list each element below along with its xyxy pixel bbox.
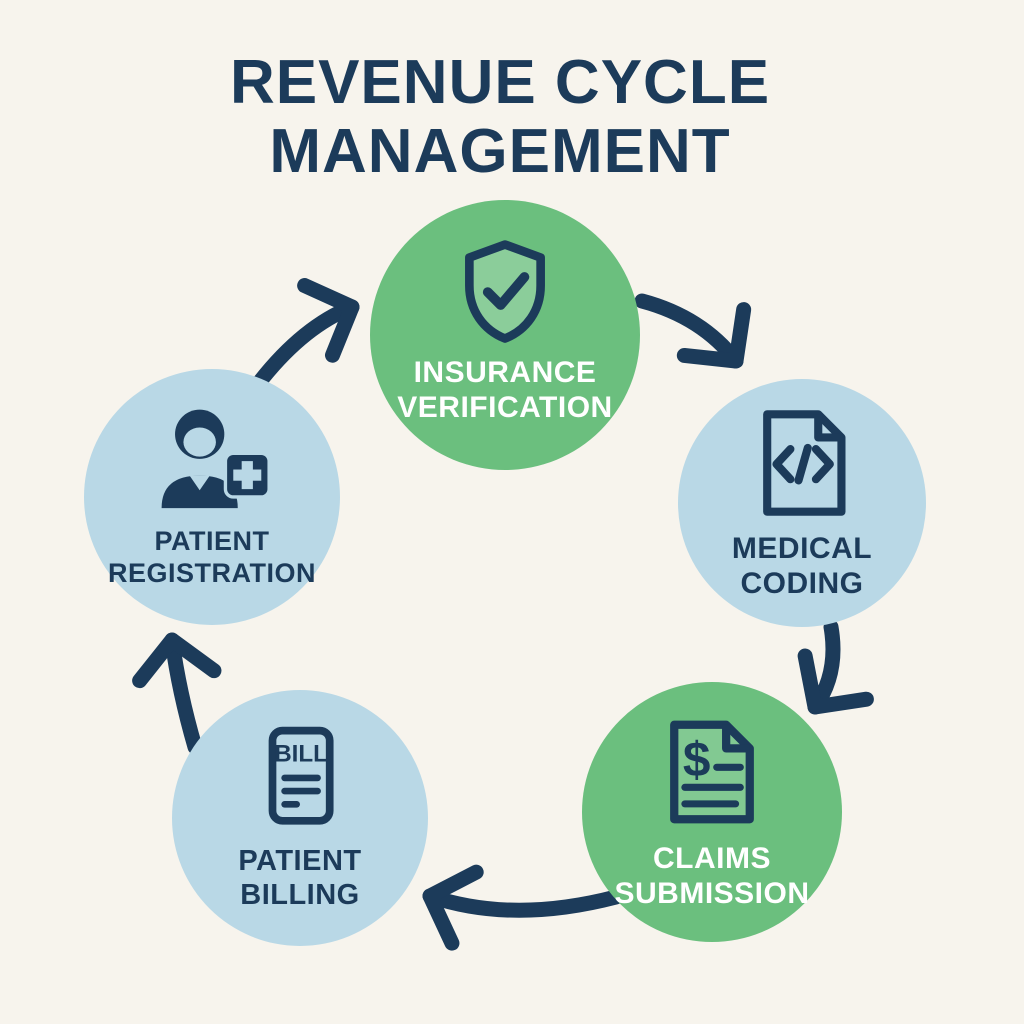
page-title: REVENUE CYCLE MANAGEMENT	[229, 48, 771, 187]
node-label: PATIENT BILLING	[238, 844, 362, 911]
node-label: CLAIMS SUBMISSION	[614, 841, 810, 910]
node-label: PATIENT REGISTRATION	[108, 526, 316, 588]
arrow-claims-to-billing	[422, 864, 624, 951]
node-patient-billing: BILL PATIENT BILLING	[172, 690, 428, 946]
arrow-registration-to-insurance	[250, 278, 360, 392]
node-claims-submission: $ CLAIMS SUBMISSION	[582, 682, 842, 942]
node-insurance-verification: INSURANCE VERIFICATION	[370, 200, 640, 470]
node-patient-registration: PATIENT REGISTRATION	[84, 369, 340, 625]
node-label: INSURANCE VERIFICATION	[397, 355, 613, 424]
bill-icon-text: BILL	[274, 740, 328, 767]
arrow-coding-to-claims	[797, 619, 874, 715]
code-document-icon	[763, 409, 846, 516]
node-medical-coding: MEDICAL CODING	[678, 379, 926, 627]
svg-text:$: $	[683, 731, 711, 787]
bill-document-icon: BILL	[268, 726, 334, 825]
arrow-billing-to-registration	[132, 632, 222, 755]
patient-plus-icon	[161, 409, 271, 509]
dollar-invoice-icon: $	[670, 720, 754, 823]
shield-check-icon	[465, 239, 545, 343]
node-label: MEDICAL CODING	[731, 531, 873, 600]
arrow-insurance-to-coding	[634, 293, 752, 369]
